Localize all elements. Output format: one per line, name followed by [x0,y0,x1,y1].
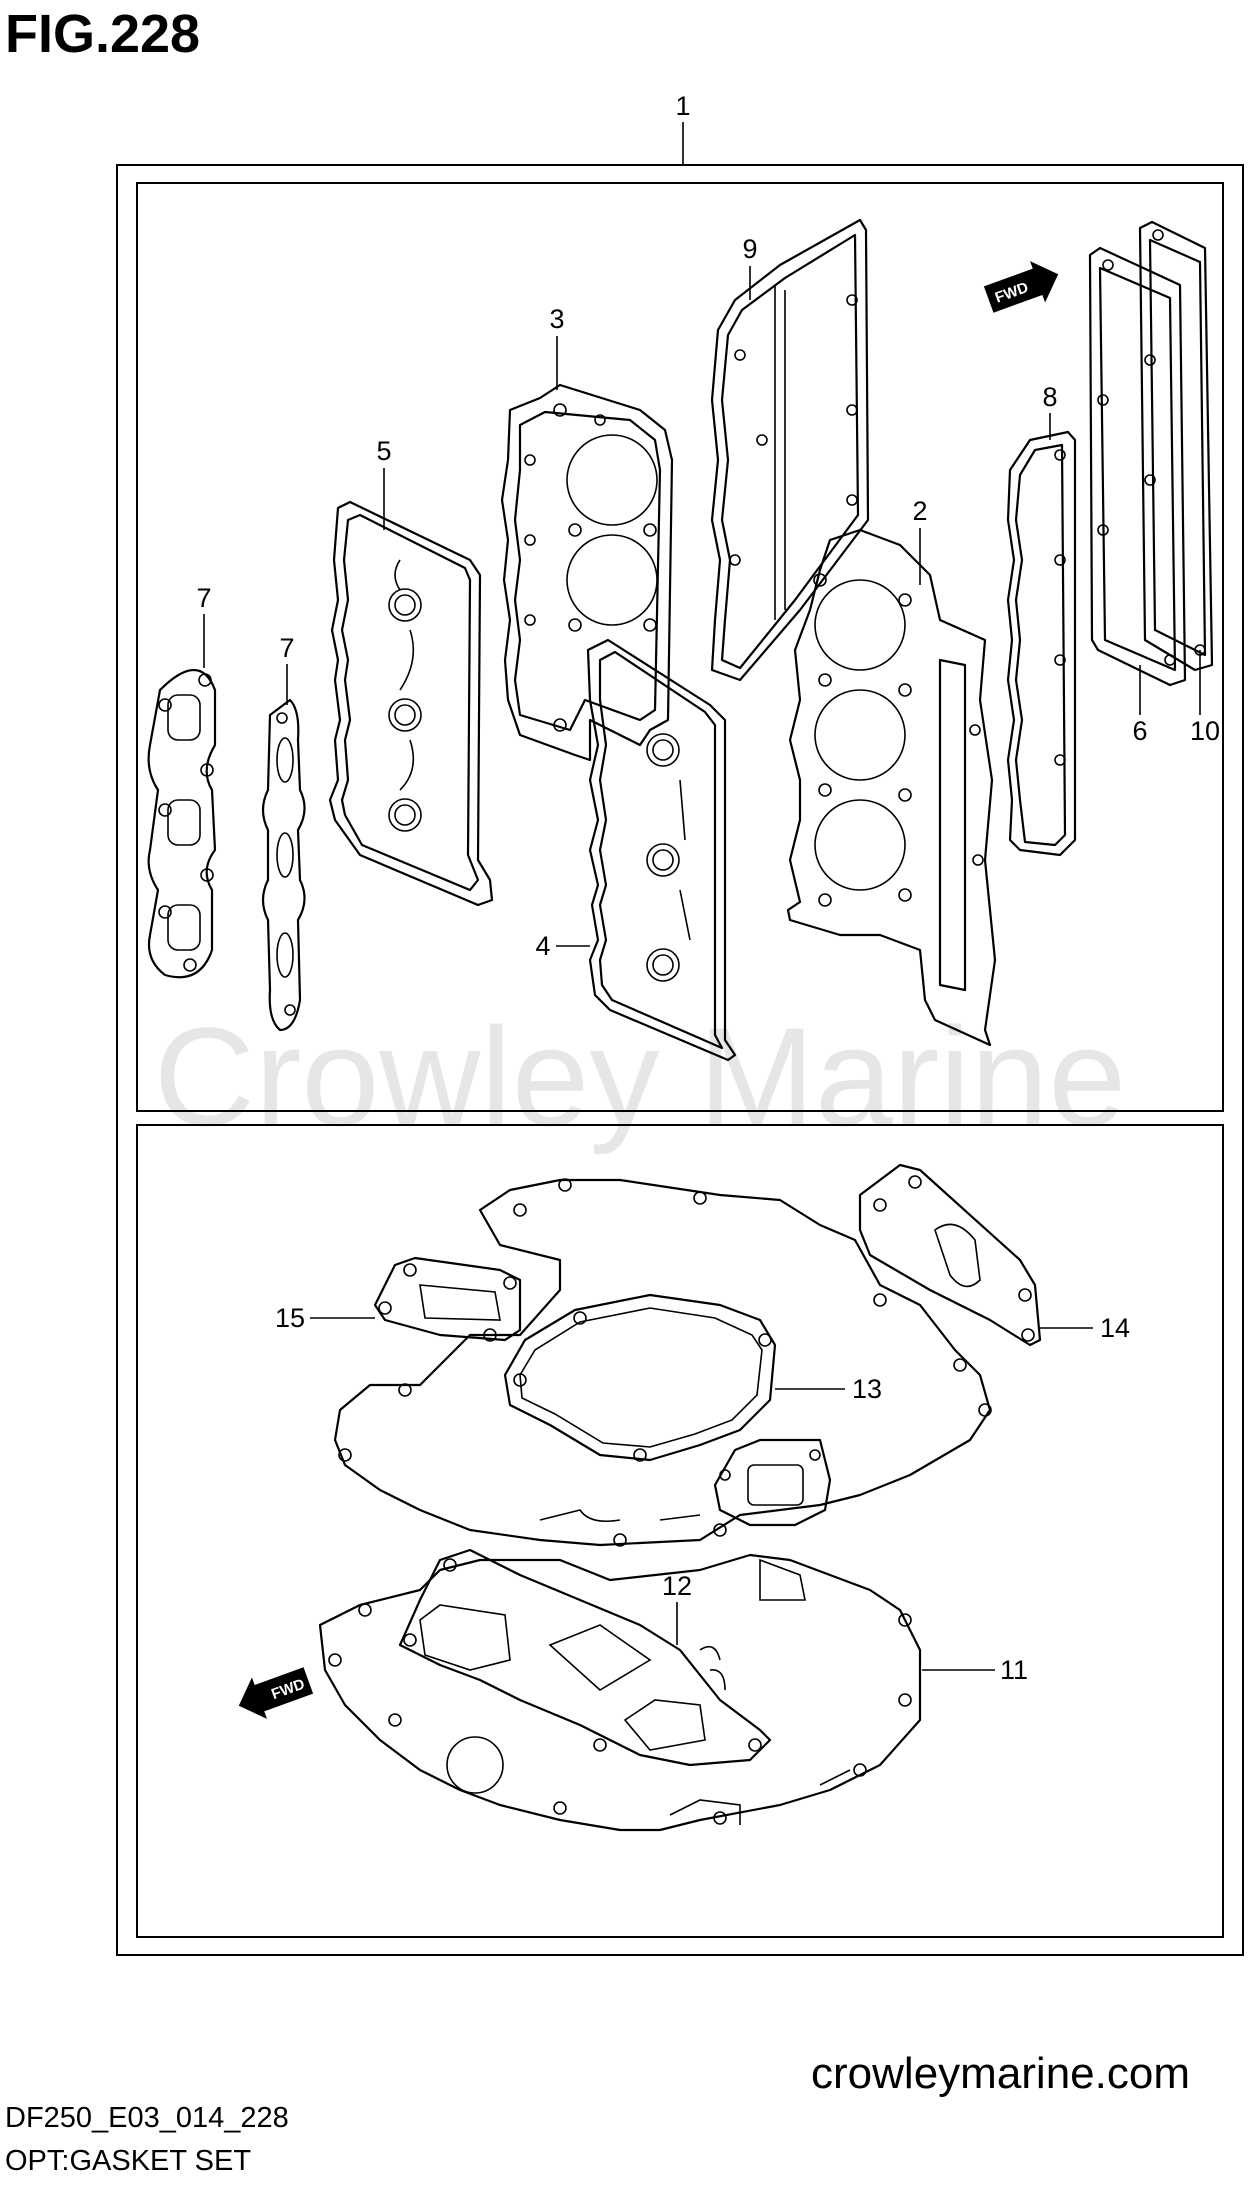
gasket-14-thermostat [858,1163,1042,1347]
figure-title: FIG.228 [5,4,200,64]
gasket-3-head-left [500,383,674,762]
gasket-11-base [318,1553,922,1832]
figure-description: OPT:GASKET SET [5,2145,251,2177]
callout-1[interactable]: 1 [675,91,690,121]
callout-7b[interactable]: 7 [279,633,294,663]
gasket-12-intake [398,1548,772,1767]
gasket-13-square [503,1293,777,1462]
callout-2[interactable]: 2 [912,496,927,526]
callout-12[interactable]: 12 [662,1571,692,1601]
callout-7a[interactable]: 7 [196,583,211,613]
callout-5[interactable]: 5 [376,436,391,466]
outer-frame [116,164,1244,1956]
gasket-2-head-right [786,528,997,1047]
gasket-outlet [713,1438,832,1527]
gasket-7-exhaust-right [261,698,306,1032]
gasket-6-plate [1088,246,1187,687]
gasket-5-head-cover [328,500,494,907]
callout-3[interactable]: 3 [549,304,564,334]
lower-inner-frame [136,1124,1224,1938]
gasket-10-plate [1138,220,1214,672]
callout-4[interactable]: 4 [535,931,550,961]
fwd-arrow-lower-icon: FWD [238,1667,314,1719]
website-label: crowleymarine.com [811,2049,1190,2098]
gasket-big-plate-upper [333,1178,992,1547]
callout-9[interactable]: 9 [742,234,757,264]
gasket-8-side-cover [1006,430,1077,857]
model-code: DF250_E03_014_228 [5,2102,289,2134]
callout-10[interactable]: 10 [1190,716,1220,746]
callout-15[interactable]: 15 [275,1303,305,1333]
gasket-9-side [710,218,870,682]
callout-14[interactable]: 14 [1100,1313,1130,1343]
callout-13[interactable]: 13 [852,1374,882,1404]
callout-6[interactable]: 6 [1132,716,1147,746]
watermark: Crowley Marine [154,998,1126,1155]
gasket-15-elbow [373,1256,522,1342]
gasket-7-exhaust-left [147,668,217,979]
upper-inner-frame [136,182,1224,1112]
fwd-arrow-upper-icon: FWD [983,261,1059,313]
callout-8[interactable]: 8 [1042,382,1057,412]
gasket-4-head-cover [586,638,737,1062]
callout-11[interactable]: 11 [1000,1655,1028,1685]
